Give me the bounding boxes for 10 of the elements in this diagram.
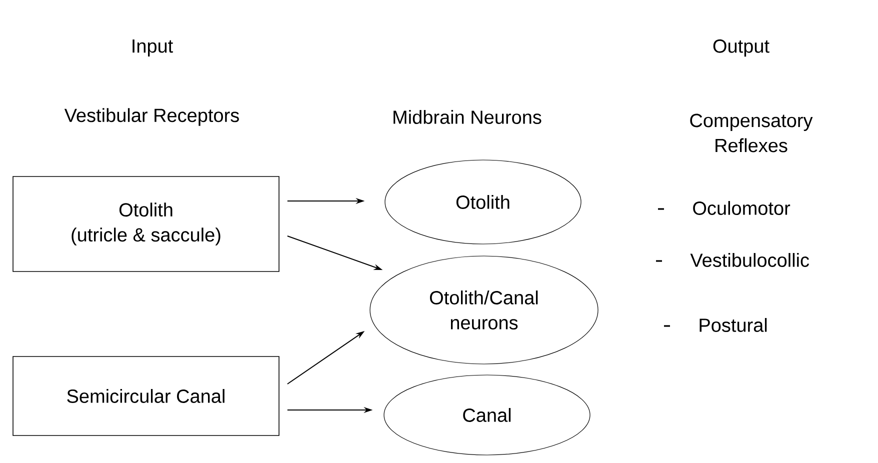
column-heading: Vestibular Receptors xyxy=(64,108,239,126)
list-item: Vestibulocollic xyxy=(690,253,810,267)
receptor-box: Otolith (utricle & saccule) xyxy=(12,176,280,272)
column-heading: Midbrain Neurons xyxy=(394,110,542,124)
column-heading: Output xyxy=(713,39,770,57)
list-item: Oculomotor xyxy=(693,201,790,215)
receptor-box: Semicircular Canal xyxy=(12,356,280,436)
list-item: Postural xyxy=(700,318,767,332)
column-heading: Input xyxy=(132,40,173,56)
column-heading: Compensatory Reflexes xyxy=(690,114,813,152)
